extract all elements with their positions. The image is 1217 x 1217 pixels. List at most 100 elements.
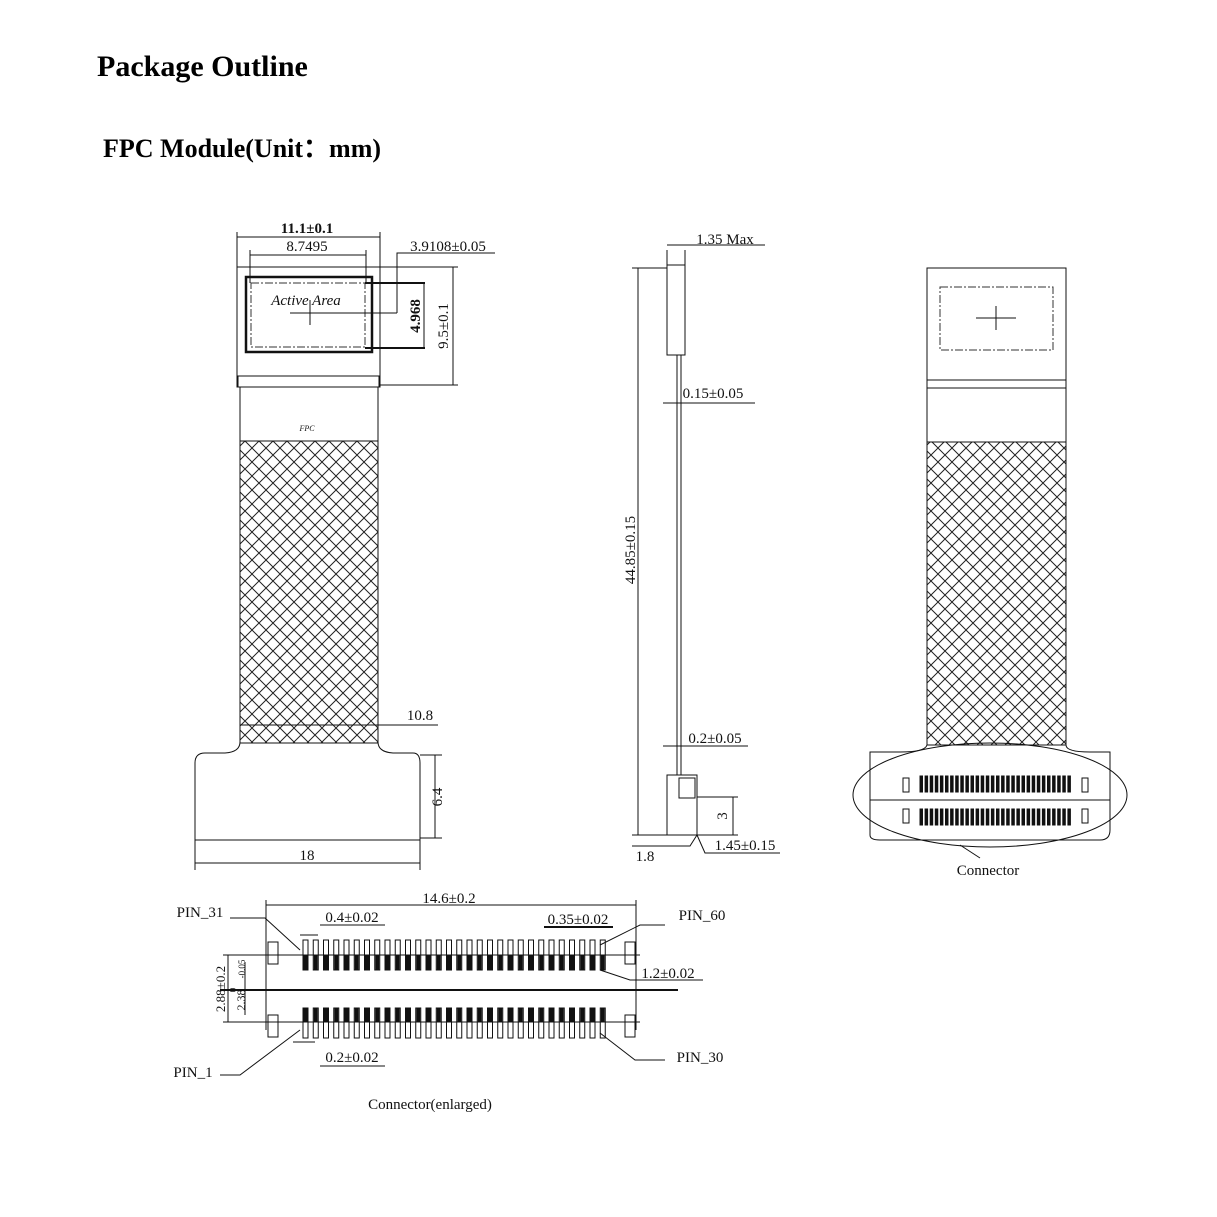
back-pin-top bbox=[1031, 775, 1036, 793]
dim-inner-height: 2.38 bbox=[234, 990, 248, 1011]
pin-bottom-pad bbox=[406, 1007, 410, 1023]
back-pin-bottom bbox=[1057, 808, 1061, 826]
pin-top-pad bbox=[559, 954, 564, 971]
side-view: 1.35 Max 0.15±0.05 44.85±0.15 0.2±0.05 3… bbox=[623, 232, 780, 865]
dim-fpc-width: 10.8 bbox=[407, 708, 433, 724]
page-subtitle: FPC Module(Unit：mm) bbox=[103, 134, 382, 163]
back-pin-top bbox=[985, 775, 990, 793]
back-pin-top bbox=[1016, 775, 1020, 793]
pin-top-pad bbox=[570, 954, 574, 971]
back-pin-top bbox=[1041, 775, 1046, 793]
back-pin-top bbox=[1001, 775, 1005, 793]
pin-top-pad bbox=[539, 954, 544, 971]
back-pin-bottom bbox=[1052, 808, 1056, 826]
pin-bottom-pad bbox=[447, 1007, 451, 1023]
back-pin-top bbox=[1052, 775, 1056, 793]
pin-top-pad bbox=[549, 954, 554, 971]
pin-bottom-pad bbox=[395, 1007, 400, 1023]
dim-tail-height: 6.4 bbox=[430, 787, 446, 806]
back-pin-bottom bbox=[934, 808, 939, 826]
back-pin-top bbox=[1047, 775, 1051, 793]
pin-top-pad bbox=[324, 954, 328, 971]
dim-pad-width-right: 0.35±0.02 bbox=[548, 912, 609, 928]
back-pin-top bbox=[1036, 775, 1041, 793]
dim-tail-width: 18 bbox=[300, 848, 315, 864]
back-pin-bottom bbox=[950, 808, 954, 826]
pin-top-pad bbox=[365, 954, 369, 971]
back-pin-top bbox=[990, 775, 995, 793]
back-pin-bottom bbox=[1067, 808, 1071, 826]
pin-top-pad bbox=[518, 954, 523, 971]
back-pin-bottom bbox=[960, 808, 964, 826]
page-title: Package Outline bbox=[97, 50, 308, 83]
connector-caption: Connector(enlarged) bbox=[368, 1097, 492, 1113]
pin-bottom-pad bbox=[303, 1007, 308, 1023]
back-pin-bottom bbox=[1026, 808, 1031, 826]
pin-top-pad bbox=[457, 954, 462, 971]
pin-top-pad bbox=[313, 954, 318, 971]
dim-width-outer: 11.1±0.1 bbox=[281, 221, 333, 237]
back-pin-bottom bbox=[965, 808, 969, 826]
back-pin-top bbox=[996, 775, 1000, 793]
dim-pin-width: 0.2±0.02 bbox=[325, 1050, 378, 1066]
dim-connector-width: 14.6±0.2 bbox=[422, 891, 475, 907]
back-pin-top bbox=[1062, 775, 1066, 793]
back-pin-top bbox=[934, 775, 939, 793]
pin-bottom-pad bbox=[549, 1007, 554, 1023]
pin-top-pad bbox=[385, 954, 390, 971]
back-pin-bottom bbox=[945, 808, 949, 826]
pin-bottom-pad bbox=[436, 1007, 441, 1023]
back-pin-bottom bbox=[1016, 808, 1020, 826]
back-pin-bottom bbox=[1001, 808, 1005, 826]
dim-1-45: 1.45±0.15 bbox=[715, 838, 776, 854]
dim-inner-tol-plus: 0 bbox=[228, 987, 238, 992]
pin-bottom-pad bbox=[313, 1007, 318, 1023]
pin-top-pad bbox=[498, 954, 503, 971]
pin-top-pad bbox=[590, 954, 595, 971]
dim-outer-height: 2.88±0.2 bbox=[213, 966, 228, 1012]
pin-bottom-pad bbox=[488, 1007, 492, 1023]
pin-top-pad bbox=[477, 954, 482, 971]
back-pin-top bbox=[1026, 775, 1031, 793]
pin-top-pad bbox=[467, 954, 472, 971]
pin-bottom-pad bbox=[518, 1007, 523, 1023]
back-pin-bottom bbox=[939, 808, 944, 826]
pin-bottom-pad bbox=[416, 1007, 421, 1023]
dim-height-panel: 9.5±0.1 bbox=[436, 303, 452, 349]
dim-fpc-thickness: 0.15±0.05 bbox=[683, 386, 744, 402]
back-pin-top bbox=[919, 775, 923, 793]
pin-bottom-pad bbox=[477, 1007, 482, 1023]
back-end-pad bbox=[1081, 808, 1089, 824]
back-pin-top bbox=[1021, 775, 1025, 793]
back-end-pad bbox=[902, 777, 910, 793]
connector-detail: 14.6±0.2 2.88±0.2 2.38 0 -0.05 PIN_31 PI… bbox=[173, 891, 725, 1113]
back-pin-bottom bbox=[929, 808, 934, 826]
back-pin-bottom bbox=[985, 808, 990, 826]
pin-top-pad bbox=[580, 954, 585, 971]
back-pin-bottom bbox=[980, 808, 985, 826]
pin-top-pad bbox=[488, 954, 492, 971]
pin-top-pad bbox=[508, 954, 513, 971]
back-pin-bottom bbox=[955, 808, 959, 826]
back-pin-top bbox=[975, 775, 980, 793]
pin-bottom-pad bbox=[498, 1007, 503, 1023]
dim-pad-length: 1.2±0.02 bbox=[641, 966, 694, 982]
pin-top-pad bbox=[447, 954, 451, 971]
dim-stiffener: 0.2±0.05 bbox=[688, 731, 741, 747]
pin-top-pad bbox=[416, 954, 421, 971]
back-pin-bottom bbox=[924, 808, 929, 826]
fpc-label: FPC bbox=[298, 424, 315, 433]
pin-top-pad bbox=[406, 954, 410, 971]
pin-top-pad bbox=[395, 954, 400, 971]
back-pin-top bbox=[970, 775, 974, 793]
back-pin-bottom bbox=[1021, 808, 1025, 826]
dim-width-active: 8.7495 bbox=[286, 239, 327, 255]
back-pin-top bbox=[945, 775, 949, 793]
dim-offset: 3.9108±0.05 bbox=[410, 239, 486, 255]
pin-bottom-pad bbox=[539, 1007, 544, 1023]
pin-1-label: PIN_1 bbox=[173, 1065, 212, 1081]
pin-top-pad bbox=[436, 954, 441, 971]
pin-bottom-pad bbox=[559, 1007, 564, 1023]
dim-connector-height: 3 bbox=[715, 812, 731, 820]
